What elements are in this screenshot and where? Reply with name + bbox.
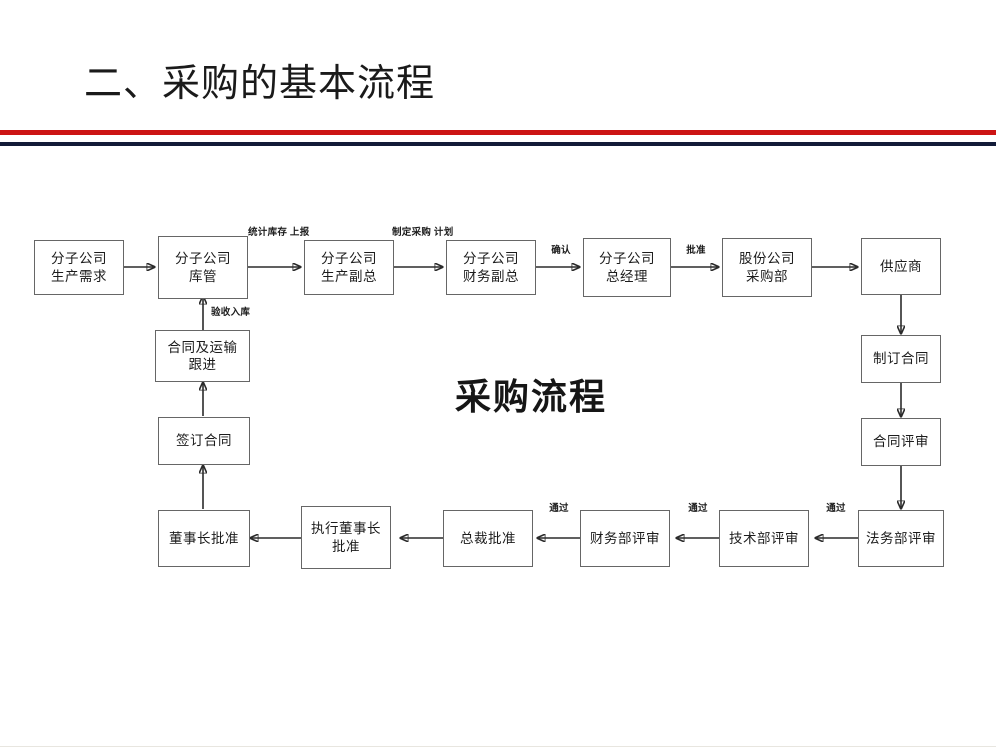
divider-red-bar — [0, 130, 996, 135]
node-line: 跟进 — [188, 357, 217, 372]
node-executive-chairman-approval[interactable]: 执行董事长 批准 — [301, 506, 391, 569]
node-line: 财务副总 — [463, 268, 519, 284]
edge-label-receive-into-stock: 验收入库 — [211, 308, 251, 318]
page-title: 二、采购的基本流程 — [84, 63, 436, 105]
node-subsidiary-warehouse[interactable]: 分子公司 库管 — [158, 236, 248, 299]
edge-label-pass-legal: 通过 — [826, 504, 846, 514]
node-line: 签订合同 — [176, 433, 232, 449]
edge-label-pass-finance: 通过 — [549, 504, 569, 514]
divider-navy-bar — [0, 142, 996, 146]
node-line: 分子公司 — [175, 251, 231, 267]
node-line: 批准 — [332, 538, 360, 554]
node-subsidiary-production-demand[interactable]: 分子公司 生产需求 — [34, 240, 124, 295]
node-line: 生产副总 — [321, 268, 377, 284]
node-finance-dept-review[interactable]: 财务部评审 — [580, 510, 670, 567]
node-line: 合同评审 — [873, 434, 929, 450]
node-line: 分子公司 — [51, 251, 107, 267]
diagram-center-label: 采购流程 — [455, 376, 608, 417]
node-line: 采购部 — [746, 268, 788, 284]
node-line: 生产需求 — [51, 268, 107, 284]
node-line: 分子公司 — [599, 251, 655, 267]
node-line: 供应商 — [880, 258, 922, 274]
node-line: 股份公司 — [739, 251, 795, 267]
node-line: 董事长批准 — [169, 530, 239, 546]
node-subsidiary-finance-vp[interactable]: 分子公司 财务副总 — [446, 240, 536, 295]
node-subsidiary-production-vp[interactable]: 分子公司 生产副总 — [304, 240, 394, 295]
node-line: 财务部评审 — [590, 530, 660, 546]
node-sign-contract[interactable]: 签订合同 — [158, 417, 250, 465]
node-line: 总裁批准 — [460, 530, 516, 546]
node-technical-dept-review[interactable]: 技术部评审 — [719, 510, 809, 567]
node-line: 合同及运输 — [167, 339, 238, 355]
node-line: 技术部评审 — [729, 530, 799, 546]
node-contract-review[interactable]: 合同评审 — [861, 418, 941, 466]
edge-label-pass-technical: 通过 — [688, 504, 708, 514]
edge-label-confirm: 确认 — [551, 246, 571, 256]
node-supplier[interactable]: 供应商 — [861, 238, 941, 295]
node-line: 分子公司 — [463, 251, 519, 267]
node-draft-contract[interactable]: 制订合同 — [861, 335, 941, 383]
node-chairman-approval[interactable]: 董事长批准 — [158, 510, 250, 567]
node-line: 库管 — [189, 268, 217, 284]
edge-label-purchase-plan: 制定采购 计划 — [392, 228, 454, 238]
node-line: 分子公司 — [321, 251, 377, 267]
edge-label-inventory-report: 统计库存 上报 — [248, 228, 310, 238]
node-president-approval[interactable]: 总裁批准 — [443, 510, 533, 567]
node-group-purchasing-dept[interactable]: 股份公司 采购部 — [722, 238, 812, 297]
node-subsidiary-general-manager[interactable]: 分子公司 总经理 — [583, 238, 671, 297]
node-legal-dept-review[interactable]: 法务部评审 — [858, 510, 944, 567]
node-line: 制订合同 — [873, 351, 929, 367]
node-contract-and-shipping-followup[interactable]: 合同及运输 跟进 — [155, 330, 250, 382]
edge-label-approve: 批准 — [686, 246, 706, 256]
node-line: 执行董事长 — [311, 521, 381, 537]
node-line: 总经理 — [606, 268, 648, 284]
node-line: 法务部评审 — [866, 530, 936, 546]
